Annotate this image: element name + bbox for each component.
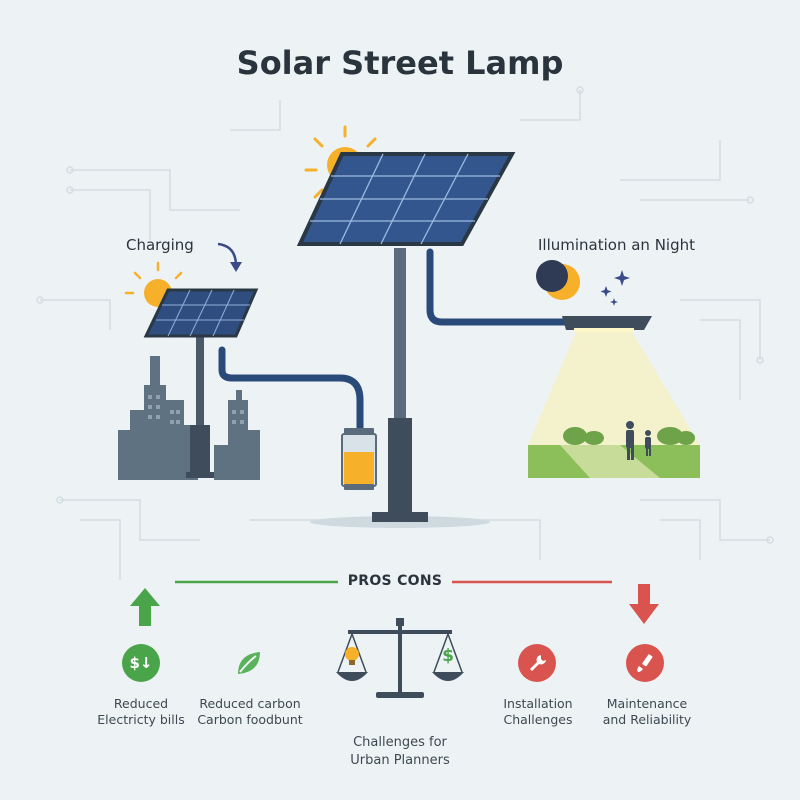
- pro-carbon-line1: Reduced carbon: [199, 696, 301, 711]
- park-ground: [528, 427, 700, 478]
- lamp-arm: [426, 248, 574, 326]
- circuit-background: [36, 86, 774, 580]
- money-savings-glyph: $↓: [129, 654, 153, 672]
- wrench-icon: [518, 644, 556, 682]
- city-windows: [148, 395, 244, 424]
- illumination-label: Illumination an Night: [538, 236, 696, 254]
- people-icon: [626, 421, 651, 460]
- balance-scale-icon: [336, 618, 464, 698]
- con-maintenance-line2: and Reliability: [602, 712, 692, 727]
- brush-icon: [626, 644, 664, 682]
- pros-cons-label: PROS CONS: [347, 573, 443, 589]
- pro-electricity-line2: Electricty bills: [97, 712, 185, 727]
- center-caption: Challenges for Urban Planners: [330, 734, 470, 770]
- moon-icon: [536, 260, 580, 300]
- con-installation-line2: Challenges: [503, 712, 573, 727]
- pro-electricity-caption: Reduced Electricty bills: [86, 696, 196, 728]
- con-installation-line1: Installation: [503, 696, 573, 711]
- page-title: Solar Street Lamp: [236, 44, 564, 82]
- leaf-icon: [230, 644, 268, 682]
- center-line1: Challenges for: [353, 735, 447, 750]
- lamp-head-icon: [562, 316, 652, 332]
- center-line2: Urban Planners: [350, 753, 450, 768]
- pro-electricity-line1: Reduced: [113, 696, 169, 711]
- down-arrow-icon: [629, 584, 659, 624]
- con-maintenance-line1: Maintenance: [606, 696, 688, 711]
- main-pole: [394, 248, 406, 428]
- light-beam: [528, 332, 700, 445]
- battery-icon: [341, 428, 377, 490]
- stars-icon: [600, 270, 630, 306]
- pro-carbon-caption: Reduced carbon Carbon foodbunt: [190, 696, 310, 728]
- scale-dollar-icon: $: [442, 646, 454, 666]
- small-pole: [196, 330, 204, 475]
- con-maintenance-caption: Maintenance and Reliability: [592, 696, 702, 728]
- money-savings-icon: $↓: [122, 644, 160, 682]
- small-solar-panel: [143, 288, 259, 338]
- main-solar-panel: [296, 152, 516, 246]
- charging-cable: [218, 346, 364, 436]
- con-installation-caption: Installation Challenges: [486, 696, 590, 728]
- pro-carbon-line2: Carbon foodbunt: [197, 712, 303, 727]
- bulb-icon: [345, 647, 359, 665]
- up-arrow-icon: [130, 588, 160, 626]
- charging-label: Charging: [126, 236, 194, 254]
